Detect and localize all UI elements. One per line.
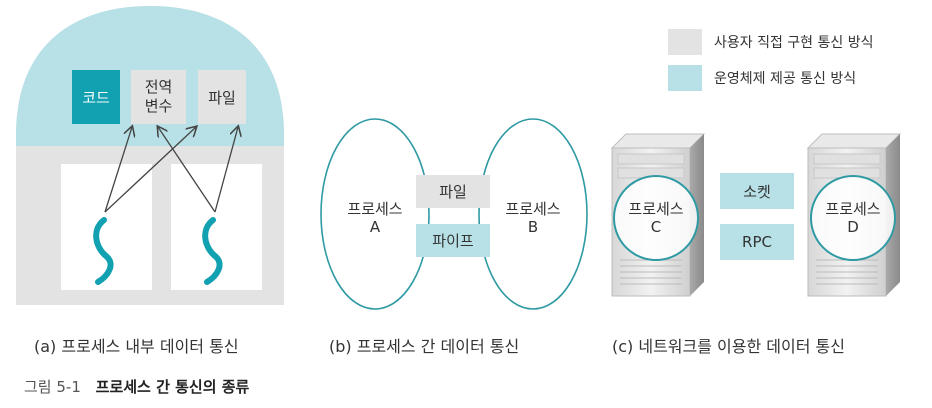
process-a-id: A: [369, 218, 381, 236]
arrow: [158, 127, 216, 213]
process-d-name: 프로세스: [825, 200, 881, 218]
caption-a: (a) 프로세스 내부 데이터 통신: [34, 337, 239, 356]
legend-label-os: 운영체제 제공 통신 방식: [714, 71, 857, 87]
inter-process-diagram: [320, 118, 588, 310]
process-a-name: 프로세스: [347, 200, 403, 218]
legend-swatch-teal: [668, 65, 702, 91]
figure-number: 그림 5-1: [24, 378, 81, 396]
global-variable-box: 전역 변수: [131, 70, 186, 124]
caption-b: (b) 프로세스 간 데이터 통신: [329, 337, 520, 356]
network-diagram: [610, 133, 902, 297]
arrow: [214, 127, 238, 213]
process-a-label: 프로세스 A: [335, 198, 415, 238]
global-variable-line2: 변수: [144, 97, 173, 115]
process-a-ellipse: [320, 118, 430, 310]
thread-squiggle-right: [202, 217, 223, 285]
thread-squiggle-left: [93, 217, 114, 285]
rpc-box: RPC: [720, 224, 794, 260]
process-c-name: 프로세스: [628, 200, 684, 218]
process-internal-diagram: [16, 6, 284, 305]
legend: 사용자 직접 구현 통신 방식 운영체제 제공 통신 방식: [668, 29, 873, 91]
process-c-circle: [613, 175, 699, 261]
thread-panel-left: [61, 164, 152, 290]
pipe-channel-box: 파이프: [416, 224, 490, 257]
global-variable-line1: 전역: [144, 78, 173, 96]
arrow: [104, 127, 132, 213]
process-d-label: 프로세스 D: [813, 198, 893, 238]
legend-label-user: 사용자 직접 구현 통신 방식: [714, 35, 874, 51]
figure-caption: 그림 5-1 프로세스 간 통신의 종류: [24, 376, 249, 397]
legend-item-user: 사용자 직접 구현 통신 방식: [668, 29, 873, 55]
process-d-id: D: [847, 218, 859, 236]
process-d-circle: [810, 175, 896, 261]
legend-item-os: 운영체제 제공 통신 방식: [668, 65, 873, 91]
server-left: [610, 133, 706, 297]
file-box: 파일: [198, 70, 246, 124]
caption-c: (c) 네트워크를 이용한 데이터 통신: [612, 337, 845, 356]
figure-title: 프로세스 간 통신의 종류: [95, 378, 250, 396]
process-b-label: 프로세스 B: [493, 198, 573, 238]
legend-swatch-gray: [668, 29, 702, 55]
process-b-name: 프로세스: [505, 200, 561, 218]
arrow: [104, 127, 196, 213]
server-right: [806, 133, 902, 297]
socket-box: 소켓: [720, 173, 794, 209]
file-channel-box: 파일: [416, 175, 490, 208]
process-c-id: C: [650, 218, 662, 236]
process-b-ellipse: [478, 118, 588, 310]
process-b-id: B: [527, 218, 539, 236]
code-box: 코드: [72, 70, 120, 124]
process-c-label: 프로세스 C: [616, 198, 696, 238]
